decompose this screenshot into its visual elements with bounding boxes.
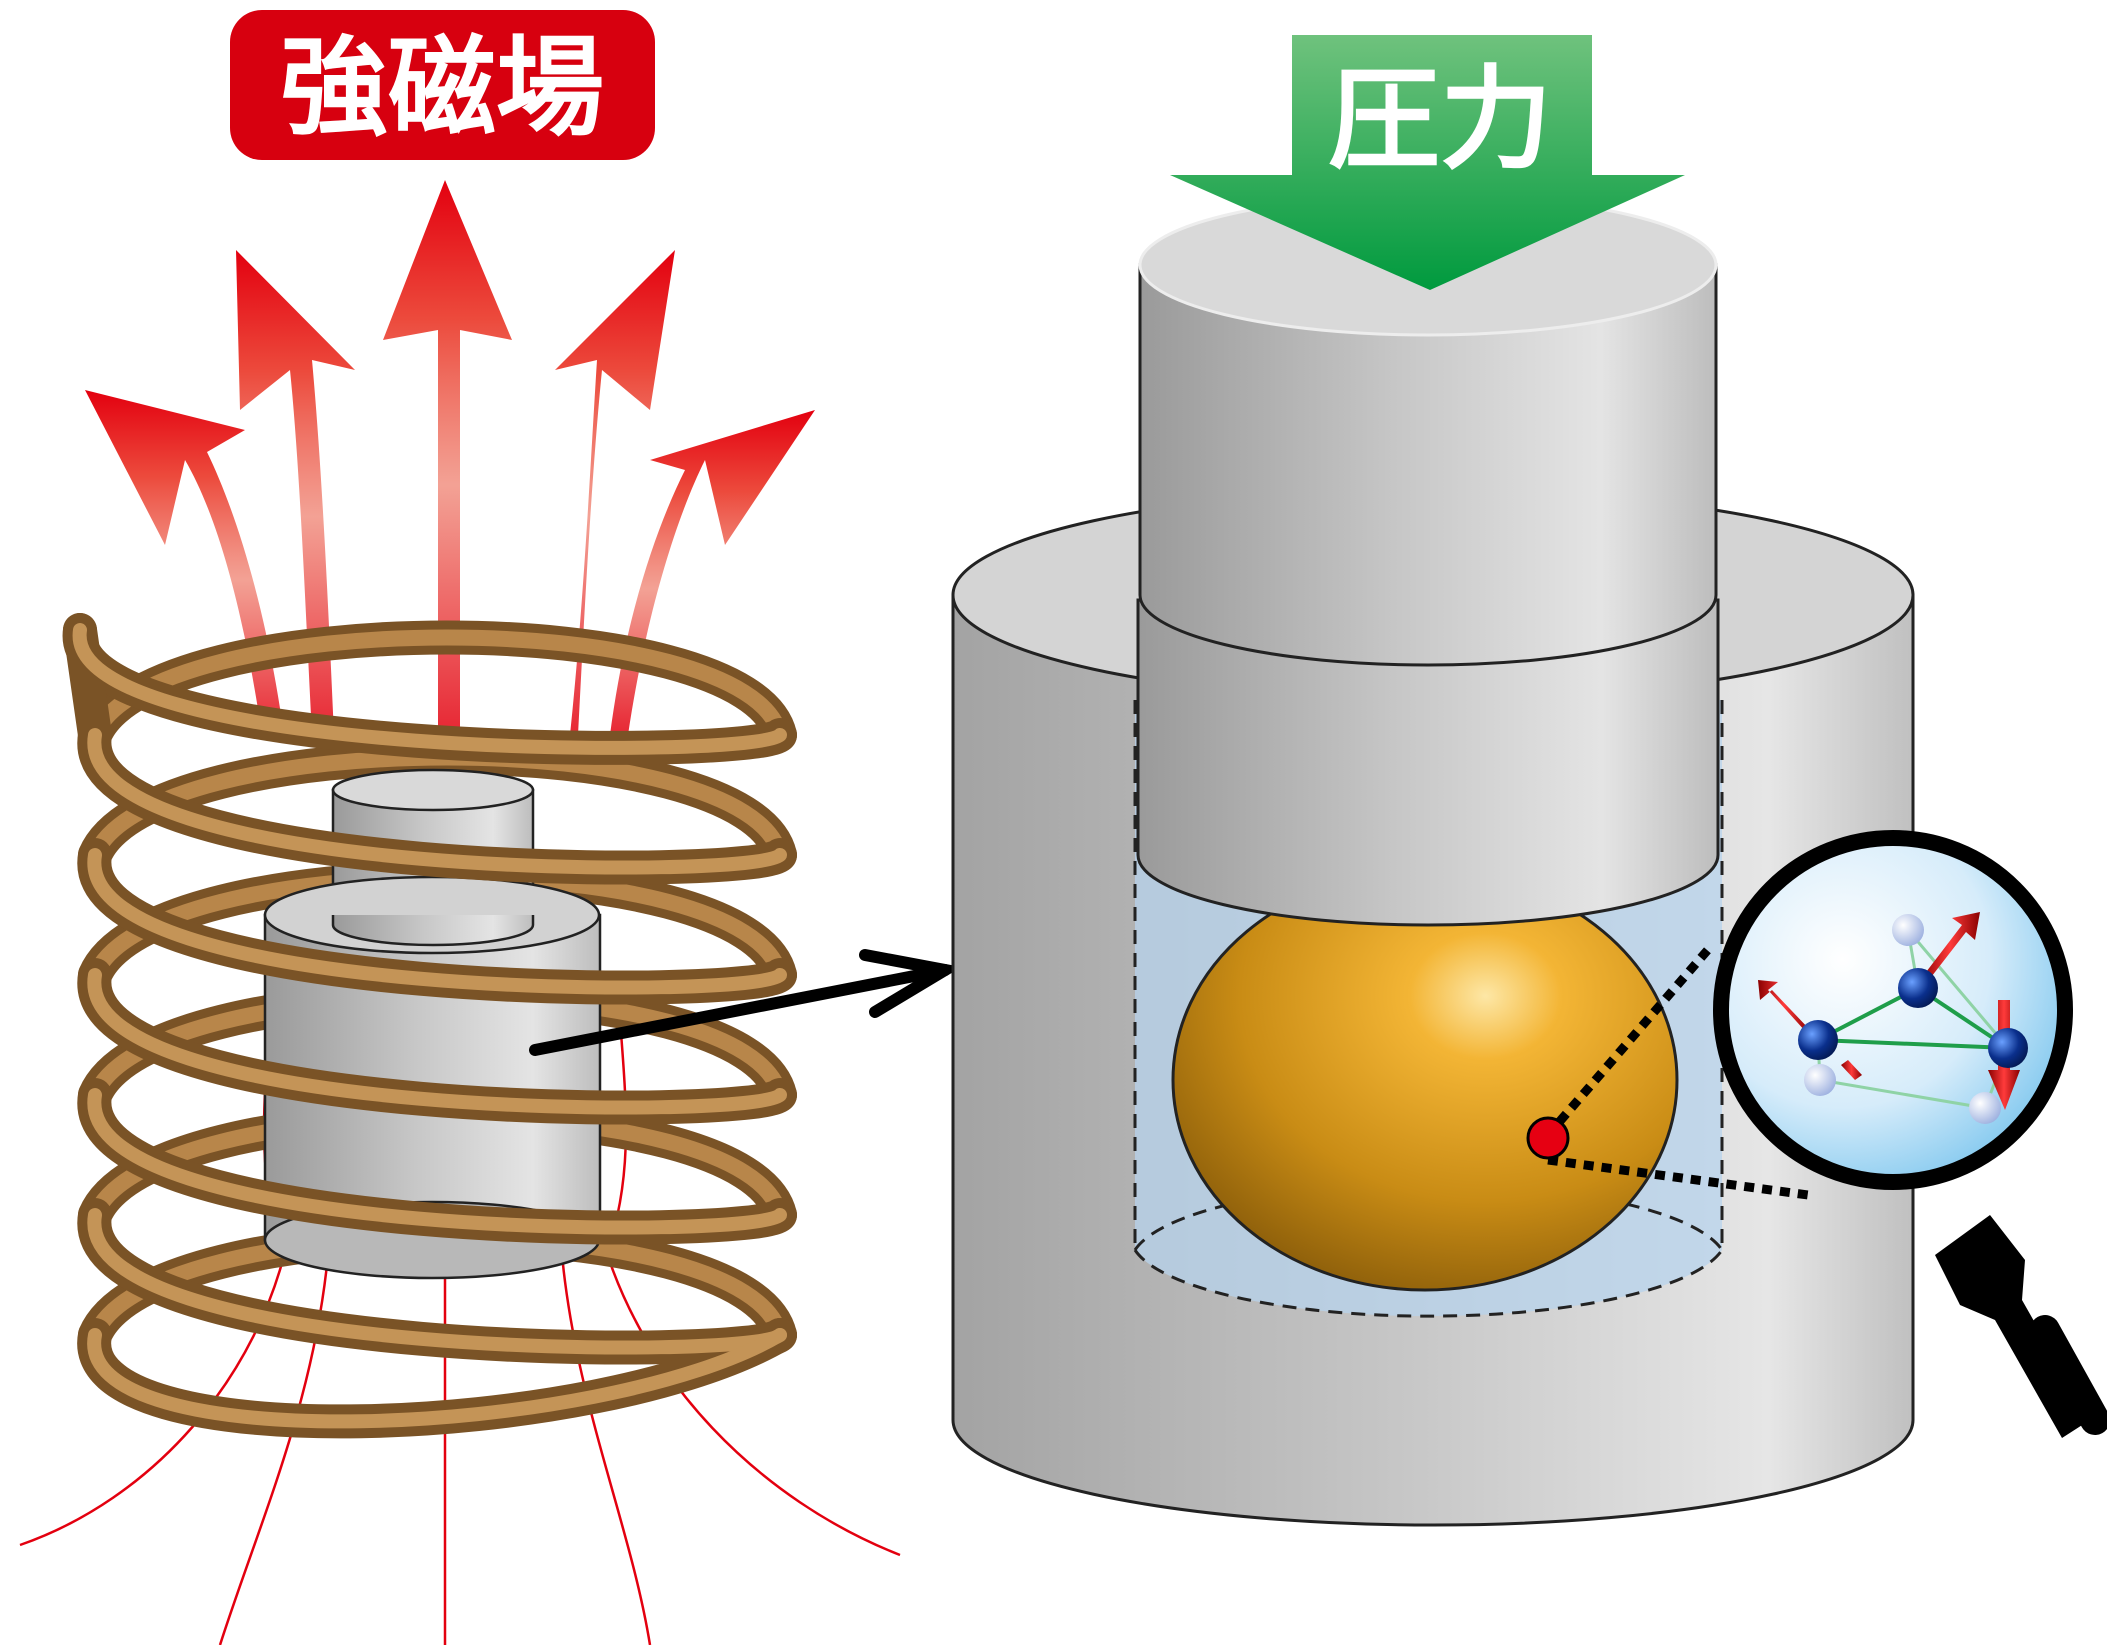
- pressure-arrow: 圧力: [1170, 35, 1685, 290]
- magnetic-field-text: 強磁場: [280, 26, 604, 151]
- sample-point: [1526, 1116, 1570, 1160]
- large-pressure-cell: [951, 193, 1915, 1527]
- zoom-connector-arrow: [529, 949, 962, 1056]
- magnetic-field-label: 強磁場: [230, 10, 655, 160]
- field-arrows: [85, 180, 815, 735]
- field-lines-bottom: [19, 1019, 901, 1645]
- piston-upper: [1138, 263, 1718, 667]
- magnifier-icon: [1713, 830, 2107, 1438]
- magnetic-field-label-bg: [230, 10, 655, 160]
- piston-lower: [1136, 598, 1720, 927]
- coil-front-highlight: [72, 623, 787, 1429]
- spin-lattice: [1758, 912, 2028, 1124]
- zoom-lines: [1544, 942, 1809, 1200]
- pressure-text: 圧力: [1328, 55, 1552, 185]
